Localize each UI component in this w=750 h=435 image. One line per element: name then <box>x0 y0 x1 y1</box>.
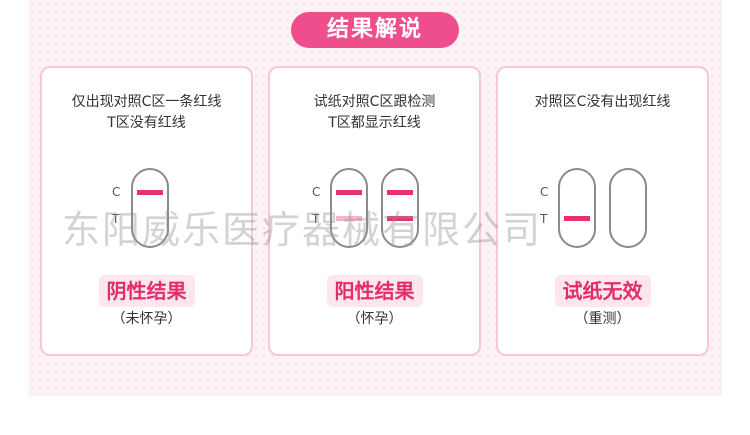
card-description: 试纸对照C区跟检测 T区都显示红线 <box>270 92 479 134</box>
test-strip-blank <box>609 168 647 248</box>
test-line <box>387 216 413 221</box>
control-line <box>387 190 413 195</box>
test-strip-strong <box>381 168 419 248</box>
invalid-result-card: 对照区C没有出现红线 C T 试纸无效 （重测） <box>496 66 709 356</box>
test-label: T <box>312 212 320 226</box>
test-label: T <box>112 212 120 226</box>
test-strip <box>131 168 169 248</box>
description-line-1: 试纸对照C区跟检测 <box>313 94 436 110</box>
negative-result-card: 仅出现对照C区一条红线 T区没有红线 C T 阴性结果 （未怀孕） <box>40 66 253 356</box>
control-line <box>137 190 163 195</box>
description-line-1: 仅出现对照C区一条红线 <box>71 94 222 110</box>
description-line-2: T区没有红线 <box>107 115 186 131</box>
test-strip <box>558 168 596 248</box>
card-description: 仅出现对照C区一条红线 T区没有红线 <box>42 92 251 134</box>
result-badge: 阳性结果 <box>326 275 423 307</box>
page-title: 结果解说 <box>291 12 459 48</box>
test-line-faint <box>336 216 362 221</box>
card-description: 对照区C没有出现红线 <box>498 92 707 113</box>
control-line <box>336 190 362 195</box>
company-watermark: 东阳威乐医疗器械有限公司 <box>62 208 543 252</box>
control-label: C <box>112 185 121 199</box>
control-label: C <box>540 185 549 199</box>
test-label: T <box>540 212 548 226</box>
description-line-1: 对照区C没有出现红线 <box>534 94 671 110</box>
description-line-2: T区都显示红线 <box>328 115 421 131</box>
result-badge: 试纸无效 <box>554 275 651 307</box>
positive-result-card: 试纸对照C区跟检测 T区都显示红线 C T 阳性结果 （怀孕） <box>268 66 481 356</box>
test-strip-faint <box>330 168 368 248</box>
test-line <box>564 216 590 221</box>
result-note: （重测） <box>574 311 631 327</box>
result-badge: 阴性结果 <box>98 275 195 307</box>
result-note: （未怀孕） <box>111 311 182 327</box>
result-note: （怀孕） <box>346 311 403 327</box>
control-label: C <box>312 185 321 199</box>
